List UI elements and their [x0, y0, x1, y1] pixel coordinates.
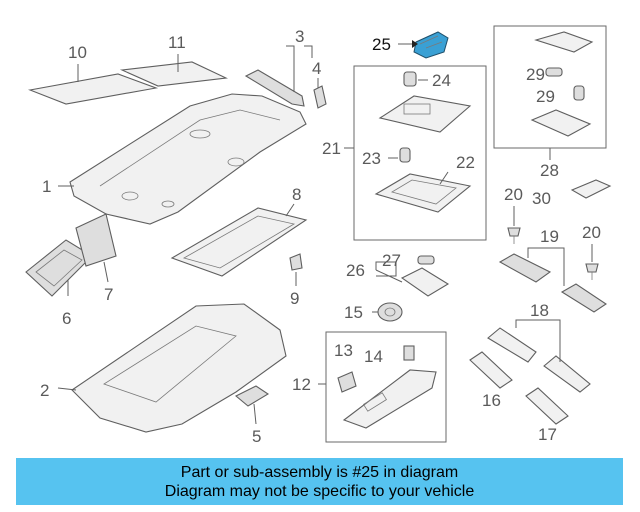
callout-29-b: 29	[536, 87, 555, 106]
callout-7: 7	[104, 285, 113, 304]
callout-25: 25	[372, 35, 391, 54]
part-5-lamp	[235, 385, 270, 425]
part-22-cover	[374, 171, 472, 213]
callout-26: 26	[346, 261, 365, 280]
group-box-12	[325, 331, 447, 443]
callout-11: 11	[168, 33, 186, 52]
callout-9: 9	[290, 289, 299, 308]
callout-23: 23	[362, 149, 381, 168]
part-info-banner: Part or sub-assembly is #25 in diagram D…	[16, 458, 623, 505]
part-20-screw-right	[585, 244, 599, 280]
callout-13: 13	[334, 341, 353, 360]
callout-16: 16	[482, 391, 501, 410]
callout-4: 4	[312, 59, 321, 78]
part-1-headliner	[58, 93, 307, 225]
part-15-grommet	[372, 302, 403, 322]
parts-diagram: 10 11 3 4 1 8 6 7 9 2 5 25 24 21 23 22 2…	[25, 25, 612, 446]
part-7-bracket	[75, 213, 117, 283]
part-17-handle	[525, 387, 569, 425]
part-25-highlighted	[398, 31, 449, 59]
part-26-lamp	[375, 261, 450, 297]
callout-18: 18	[530, 301, 549, 320]
callout-27: 27	[382, 251, 401, 270]
callout-3: 3	[295, 27, 304, 46]
callout-22: 22	[456, 153, 475, 172]
callout-24: 24	[432, 71, 451, 90]
part-11-panel	[119, 54, 228, 87]
callout-17: 17	[538, 425, 557, 444]
part-18-handles	[487, 319, 591, 393]
part-28-lamp	[530, 31, 594, 137]
group-box-21	[353, 65, 487, 241]
callout-29-a: 29	[526, 65, 545, 84]
part-30-lamp	[570, 179, 612, 199]
callout-21: 21	[322, 139, 341, 158]
callout-15: 15	[344, 303, 363, 322]
callout-20-left: 20	[504, 185, 523, 204]
part-20-screw-left	[507, 206, 521, 244]
callout-1: 1	[42, 177, 51, 196]
part-14-clip	[403, 345, 415, 361]
sunvisor	[342, 369, 437, 429]
callout-6: 6	[62, 309, 71, 328]
callout-12: 12	[292, 375, 311, 394]
callout-5: 5	[252, 427, 261, 446]
part-19-brackets	[498, 247, 607, 313]
part-9-clip	[289, 253, 303, 286]
banner-line-2: Diagram may not be specific to your vehi…	[164, 482, 475, 500]
callout-28: 28	[540, 161, 559, 180]
part-29-bulbs	[545, 67, 585, 101]
callout-2: 2	[40, 381, 49, 400]
part-25-body	[413, 31, 449, 59]
part-3-rail	[244, 45, 313, 107]
part-10-panel	[27, 64, 159, 105]
banner-line-1: Part or sub-assembly is #25 in diagram	[180, 463, 459, 481]
part-24-bulb	[403, 71, 428, 87]
part-23-bulb	[388, 147, 411, 163]
part-8-frame	[170, 203, 308, 277]
callout-14: 14	[364, 347, 383, 366]
part-2-headliner	[57, 303, 287, 433]
callout-8: 8	[292, 185, 301, 204]
part-4-clip	[313, 78, 327, 109]
part-13-clip	[337, 371, 357, 393]
part-16-handle	[469, 351, 513, 389]
callout-20-right: 20	[582, 223, 601, 242]
console-upper	[378, 95, 472, 133]
part-27-bulb	[417, 255, 435, 265]
callout-10: 10	[68, 43, 87, 62]
callout-30: 30	[532, 189, 551, 208]
callout-19: 19	[540, 227, 559, 246]
